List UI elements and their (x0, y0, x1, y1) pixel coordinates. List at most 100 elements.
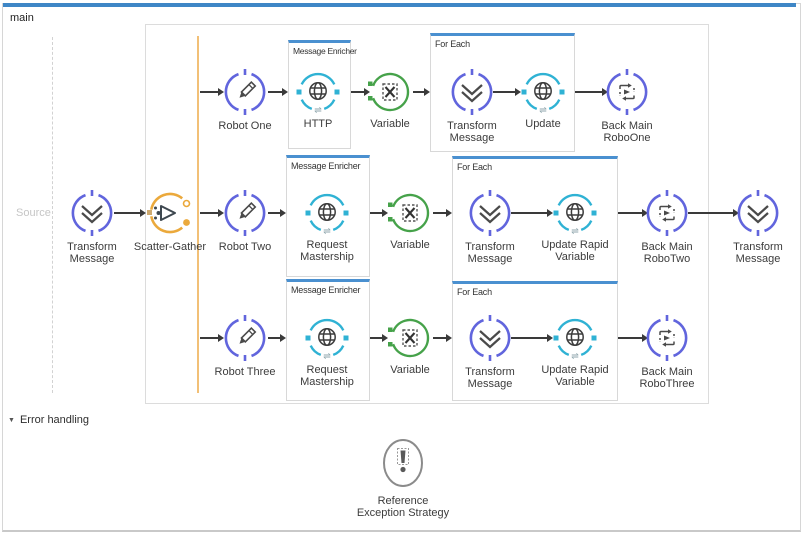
flow-reference-icon (619, 83, 635, 101)
node-http[interactable]: ⇌ HTTP (296, 70, 340, 130)
variable-icon (402, 204, 418, 222)
dataweave-icon (81, 205, 103, 224)
flow-arrow (511, 334, 553, 342)
node-request-mastership-three[interactable]: ⇌ Request Mastership (300, 316, 354, 388)
node-label: Update Rapid Variable (541, 364, 609, 388)
node-variable-two[interactable]: Variable (388, 191, 432, 251)
connector-ring: ⇌ (521, 72, 565, 114)
connector-ring: ⇌ (553, 193, 597, 235)
scatter-route-line (197, 36, 199, 393)
node-update-rapid-variable-three[interactable]: ⇌ Update Rapid Variable (541, 316, 609, 388)
svg-text:⇌: ⇌ (571, 351, 579, 360)
node-label: Request Mastership (300, 364, 354, 388)
group-title: For Each (435, 39, 470, 49)
node-label: Variable (390, 239, 430, 251)
node-label: Transform Message (447, 120, 497, 144)
node-label: Transform Message (67, 241, 117, 265)
processor-ring (646, 190, 688, 236)
node-update-rapid-variable-two[interactable]: ⇌ Update Rapid Variable (541, 191, 609, 263)
node-robot-one[interactable]: Robot One (218, 68, 272, 132)
node-scatter-gather[interactable]: Scatter-Gather (134, 189, 206, 253)
node-transform-message-final[interactable]: Transform Message (733, 189, 783, 265)
pencil-icon (239, 326, 257, 344)
svg-text:⇌: ⇌ (323, 226, 331, 235)
globe-icon (566, 203, 584, 221)
flow-arrow (114, 209, 146, 217)
processor-ring (646, 315, 688, 361)
flow-arrow (433, 209, 452, 217)
variable-icon (402, 329, 418, 347)
node-transform-message-foreach-one[interactable]: Transform Message (447, 68, 497, 144)
connector-ring: ⇌ (296, 72, 340, 114)
node-robot-two[interactable]: Robot Two (219, 189, 271, 253)
dataweave-icon (747, 205, 769, 224)
flow-reference-icon (659, 204, 675, 222)
scatter-gather-icon (154, 205, 176, 221)
globe-icon (534, 82, 552, 100)
source-label: Source (16, 207, 51, 219)
node-update[interactable]: ⇌ Update (521, 70, 565, 130)
error-handling-section-header[interactable]: ▼ Error handling (8, 414, 89, 426)
variable-ring (388, 193, 430, 233)
dataweave-icon (479, 330, 501, 349)
flow-arrow (493, 88, 521, 96)
for-each-box-2[interactable]: For Each (452, 156, 618, 282)
message-enricher-box-2[interactable]: Message Enricher (286, 155, 370, 277)
flow-arrow (200, 209, 224, 217)
for-each-box-3[interactable]: For Each (452, 281, 618, 401)
flow-arrow (688, 209, 739, 217)
flow-arrow (268, 334, 286, 342)
svg-text:⇌: ⇌ (539, 105, 547, 114)
node-back-main-robothree[interactable]: Back Main RoboThree (639, 314, 695, 390)
flow-arrow (618, 334, 648, 342)
collapse-triangle-icon[interactable]: ▼ (8, 416, 15, 424)
flow-arrow (370, 209, 388, 217)
flow-arrow (511, 209, 553, 217)
node-transform-message-foreach-three[interactable]: Transform Message (465, 314, 515, 390)
svg-text:⇌: ⇌ (314, 105, 322, 114)
group-title: Message Enricher (291, 161, 361, 171)
node-label: Back Main RoboOne (601, 120, 653, 144)
variable-icon (382, 83, 398, 101)
node-label: Variable (370, 118, 410, 130)
node-back-main-roboone[interactable]: Back Main RoboOne (601, 68, 653, 144)
globe-icon (318, 203, 336, 221)
node-label: Robot Two (218, 241, 272, 253)
processor-ring (224, 315, 266, 361)
variable-ring (388, 318, 430, 358)
processor-ring (469, 315, 511, 361)
flow-arrow (200, 88, 224, 96)
node-label: Robot Three (214, 366, 276, 378)
flow-arrow (351, 88, 370, 96)
flow-arrow (575, 88, 608, 96)
flow-reference-icon (659, 329, 675, 347)
processor-ring (469, 190, 511, 236)
processor-ring (737, 190, 779, 236)
node-robot-three[interactable]: Robot Three (215, 314, 275, 378)
exclamation-icon (397, 448, 409, 473)
group-title: For Each (457, 162, 492, 172)
pencil-icon (239, 80, 257, 98)
globe-icon (318, 328, 336, 346)
flow-arrow (268, 209, 286, 217)
source-divider (52, 37, 53, 393)
node-request-mastership-two[interactable]: ⇌ Request Mastership (300, 191, 354, 263)
node-transform-message-source[interactable]: Transform Message (67, 189, 117, 265)
variable-ring (368, 72, 410, 112)
node-variable-one[interactable]: Variable (368, 70, 412, 130)
node-label: HTTP (303, 118, 333, 130)
exception-ring (383, 439, 423, 487)
group-title: Message Enricher (293, 46, 357, 56)
processor-ring (606, 69, 648, 115)
node-back-main-robotwo[interactable]: Back Main RoboTwo (641, 189, 693, 265)
node-variable-three[interactable]: Variable (388, 316, 432, 376)
node-label: Back Main RoboThree (639, 366, 695, 390)
node-reference-exception-strategy[interactable]: Reference Exception Strategy (357, 437, 449, 519)
node-label: Transform Message (465, 241, 515, 265)
flow-arrow (370, 334, 388, 342)
node-label: Request Mastership (300, 239, 354, 263)
node-transform-message-foreach-two[interactable]: Transform Message (465, 189, 515, 265)
node-label: Scatter-Gather (133, 241, 207, 253)
group-title: For Each (457, 287, 492, 297)
